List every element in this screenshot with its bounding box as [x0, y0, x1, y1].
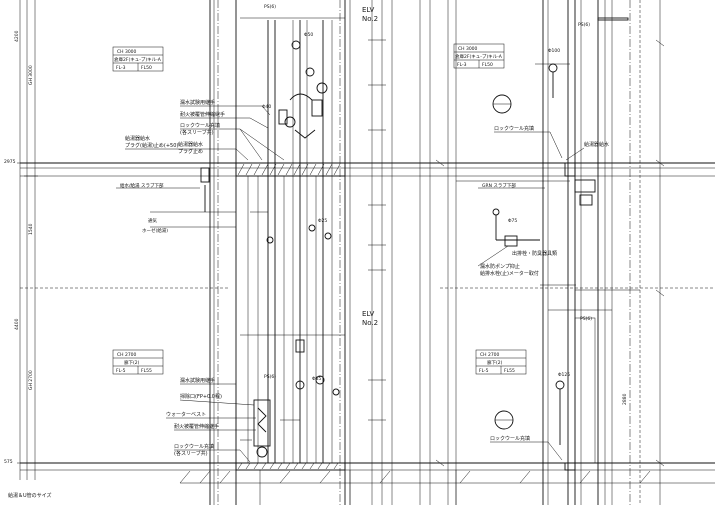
note-pump-b: 給排水栓(止)メーター取付 — [480, 270, 539, 277]
left-room-box-lower: CH 2700 廊下(2) FL-5 FL55 — [112, 349, 164, 375]
dim-right-2880: 2880 — [622, 393, 628, 405]
note-water-test-2: 漏水試験用継手 — [180, 377, 215, 384]
elv-labels: ELV No.2 ELV No.2 PS(6) PS(6) — [264, 4, 378, 380]
note-water-test-1: 漏水試験用継手 — [180, 99, 215, 106]
left-upper-fittings — [150, 40, 332, 244]
dim-1540: 1540 — [28, 223, 34, 235]
left-room-lower: 廊下(2) — [124, 359, 140, 366]
size-100: Φ100 — [548, 48, 560, 54]
dim-575: 575 — [4, 459, 13, 465]
ps-label-4: PS(6) — [580, 316, 592, 322]
note-rockwool-2: ロックウール充填 — [174, 443, 214, 450]
note-drain-plug2: 給湯器給水 — [178, 141, 203, 148]
dim-2975: 2975 — [4, 159, 16, 165]
note-rockwool-1b: (各スリーブ共) — [180, 129, 214, 136]
note-vent: 通気 — [148, 217, 157, 224]
right-room-upper: 倉庫2F(キュ-ブ)キル-A — [455, 53, 503, 60]
bottom-strip — [179, 470, 651, 505]
dim-4200: 4200 — [14, 30, 20, 42]
note-drain-plug2-b: プラグ止め — [178, 148, 203, 155]
right-fla-upper: FL-3 — [457, 62, 467, 68]
right-flb-upper: FL50 — [482, 62, 493, 68]
right-ch-lower: CH 2700 — [480, 352, 500, 358]
note-slab-right: GRN スラブ下部 — [482, 182, 516, 189]
left-shaft-right-dims — [368, 0, 386, 505]
dim-4400: 4400 — [14, 318, 20, 330]
left-fla-lower: FL-5 — [116, 368, 126, 374]
note-cleanout: 掃除口(FP+0.0程) — [180, 393, 222, 400]
right-dimension-ticks — [435, 39, 665, 467]
elv-title-upper: ELV — [362, 6, 375, 14]
size-40: Φ40 — [262, 104, 271, 110]
note-rockwool-2b: (各スリーブ共) — [174, 450, 208, 457]
left-shaft-walls — [209, 0, 393, 505]
right-ch-upper: CH 3000 — [458, 46, 478, 52]
left-dimension-chain: 4200 GH 3000 2975 GH 2700 4400 575 1540 — [4, 0, 38, 480]
note-drain-plug: 給湯器給水 — [125, 135, 150, 142]
size-75: Φ75 — [508, 218, 517, 224]
right-annotations: PS(6) PS(6) ロックウール充填 給湯器給水 GRN スラブ下部 漏水防… — [477, 22, 628, 461]
left-room-box-upper: CH 3000 倉庫2F(キュ-ブ)キル-A FL-3 FL50 — [112, 46, 164, 72]
dim-gh2700: GH 2700 — [28, 370, 34, 390]
left-flb-lower: FL55 — [141, 368, 152, 374]
size-65: Φ65 — [312, 376, 321, 382]
note-fire-sprinkler-1: 耐火被覆管伸縮継手 — [180, 111, 225, 118]
size-callouts: Φ50 Φ40 Φ25 Φ65 Φ100 Φ125 Φ75 — [262, 32, 570, 382]
footer-note: 給湯＆U管のサイズ — [8, 492, 52, 499]
dim-gh3000: GH 3000 — [28, 65, 34, 85]
left-lower-fittings — [235, 339, 340, 463]
note-pump: 漏水防ポンプ抑止 — [480, 263, 520, 270]
right-shaft-walls — [419, 0, 661, 505]
left-flb-upper: FL50 — [141, 65, 152, 71]
right-fla-lower: FL-5 — [479, 368, 489, 374]
ps-label-2: PS(6) — [264, 374, 276, 380]
ps-label-1: PS(6) — [264, 4, 276, 10]
elv-no-upper: No.2 — [362, 15, 378, 23]
left-ch-upper: CH 3000 — [117, 49, 137, 55]
note-slab-left: 給水/給湯 スラブ下部 — [120, 182, 164, 189]
right-flb-lower: FL55 — [504, 368, 515, 374]
right-room-box-lower: CH 2700 廊下(2) FL-5 FL55 — [475, 349, 527, 375]
right-room-box-upper: CH 3000 倉庫2F(キュ-ブ)キル-A FL-3 FL50 — [453, 43, 505, 69]
note-meter: 出排栓・防臭器具類 — [512, 250, 557, 257]
left-ch-lower: CH 2700 — [117, 352, 137, 358]
note-pipe-label: ホーゼ(給湯) — [142, 227, 168, 234]
note-water-hammer: ウォーターベスト — [166, 411, 206, 418]
note-drain-r: 給湯器給水 — [584, 141, 609, 148]
note-drain-plug-b: プラグ(給湯)止め(+50) — [125, 142, 178, 149]
elv-no-lower: No.2 — [362, 319, 378, 327]
elv-title-lower: ELV — [362, 310, 375, 318]
left-room-upper: 倉庫2F(キュ-ブ)キル-A — [114, 56, 162, 63]
right-room-lower: 廊下(2) — [487, 359, 503, 366]
note-rockwool-r1: ロックウール充填 — [494, 125, 534, 132]
note-rockwool-1: ロックウール充填 — [180, 122, 220, 129]
right-fittings — [456, 63, 593, 445]
size-50: Φ50 — [304, 32, 313, 38]
left-fla-upper: FL-3 — [116, 65, 126, 71]
ps-label-3: PS(6) — [578, 22, 590, 28]
left-annotations: 漏水試験用継手 耐火被覆管伸縮継手 ロックウール充填 (各スリーブ共) 給湯器給… — [116, 99, 285, 463]
size-25: Φ25 — [318, 218, 327, 224]
floor-level-lines — [20, 162, 715, 484]
note-rockwool-r2: ロックウール充填 — [490, 435, 530, 442]
note-fire-sprinkler-2: 耐火被覆管伸縮継手 — [174, 423, 219, 430]
size-125: Φ125 — [558, 372, 570, 378]
